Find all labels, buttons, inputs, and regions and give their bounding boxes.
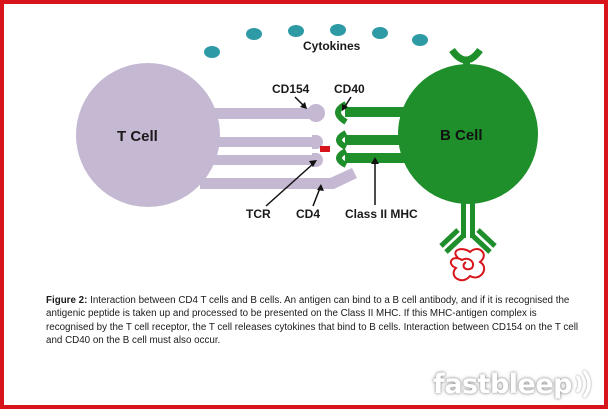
cytokine-dot xyxy=(412,34,428,46)
b-cell-body xyxy=(398,64,538,204)
cd40-label: CD40 xyxy=(334,82,365,96)
tcr-upper-head xyxy=(312,135,323,149)
cytokines-label: Cytokines xyxy=(303,39,361,53)
cytokine-dot xyxy=(372,27,388,39)
cytokine-dot xyxy=(204,46,220,58)
cytokine-dot xyxy=(246,28,262,40)
mhc-lower-head xyxy=(336,148,348,168)
antibody-stem-left xyxy=(461,198,466,238)
mhc-stalk-lower xyxy=(345,153,425,163)
cytokine-receptor xyxy=(449,47,483,64)
cd154-head xyxy=(307,104,325,122)
tcr-label: TCR xyxy=(246,207,271,221)
b-cell-label: B Cell xyxy=(440,127,483,144)
cytokine-receptor-stalk xyxy=(463,62,470,74)
cd154-arrowhead xyxy=(300,102,307,109)
broadcast-waves-icon xyxy=(575,369,591,399)
brand-name: fastbleep xyxy=(433,368,572,400)
caption-label: Figure 2: xyxy=(46,295,88,306)
antibody-stem-right xyxy=(470,198,475,238)
antibody-arm-right xyxy=(471,228,497,254)
tcr-arrowhead xyxy=(309,160,317,167)
cytokine-dot xyxy=(330,24,346,36)
cd4-arrowhead xyxy=(317,184,324,191)
tcr-stalk-upper xyxy=(200,137,318,147)
figure-caption: Figure 2: Interaction between CD4 T cell… xyxy=(46,294,582,348)
tcr-stalk-lower xyxy=(200,155,318,165)
mhc-upper-head xyxy=(336,130,348,150)
tcr-arrow xyxy=(265,162,315,207)
cd40-arrowhead xyxy=(342,104,348,111)
mhc-arrowhead xyxy=(371,157,379,164)
t-cell xyxy=(76,63,357,207)
mhc-stalk-upper xyxy=(345,135,425,145)
t-cell-label: T Cell xyxy=(117,128,158,145)
cytokine-dots xyxy=(204,24,428,58)
cd154-label: CD154 xyxy=(272,82,310,96)
cytokine-dot xyxy=(288,25,304,37)
cd154-stalk xyxy=(200,108,310,119)
cd4-label: CD4 xyxy=(296,207,320,221)
cd4-arm xyxy=(200,168,357,189)
t-cell-body xyxy=(76,63,220,207)
fastbleep-logo: fastbleep xyxy=(433,367,598,401)
mhc-label: Class II MHC xyxy=(345,207,418,221)
antigen-scribble xyxy=(449,248,486,282)
caption-text: Interaction between CD4 T cells and B ce… xyxy=(46,295,579,347)
cd4-arrow xyxy=(312,187,321,207)
antigen-peptide xyxy=(320,146,330,152)
b-cell xyxy=(335,47,538,282)
antibody-arm-left xyxy=(439,228,465,254)
antibody xyxy=(439,198,497,254)
cd40-stalk xyxy=(345,107,425,117)
